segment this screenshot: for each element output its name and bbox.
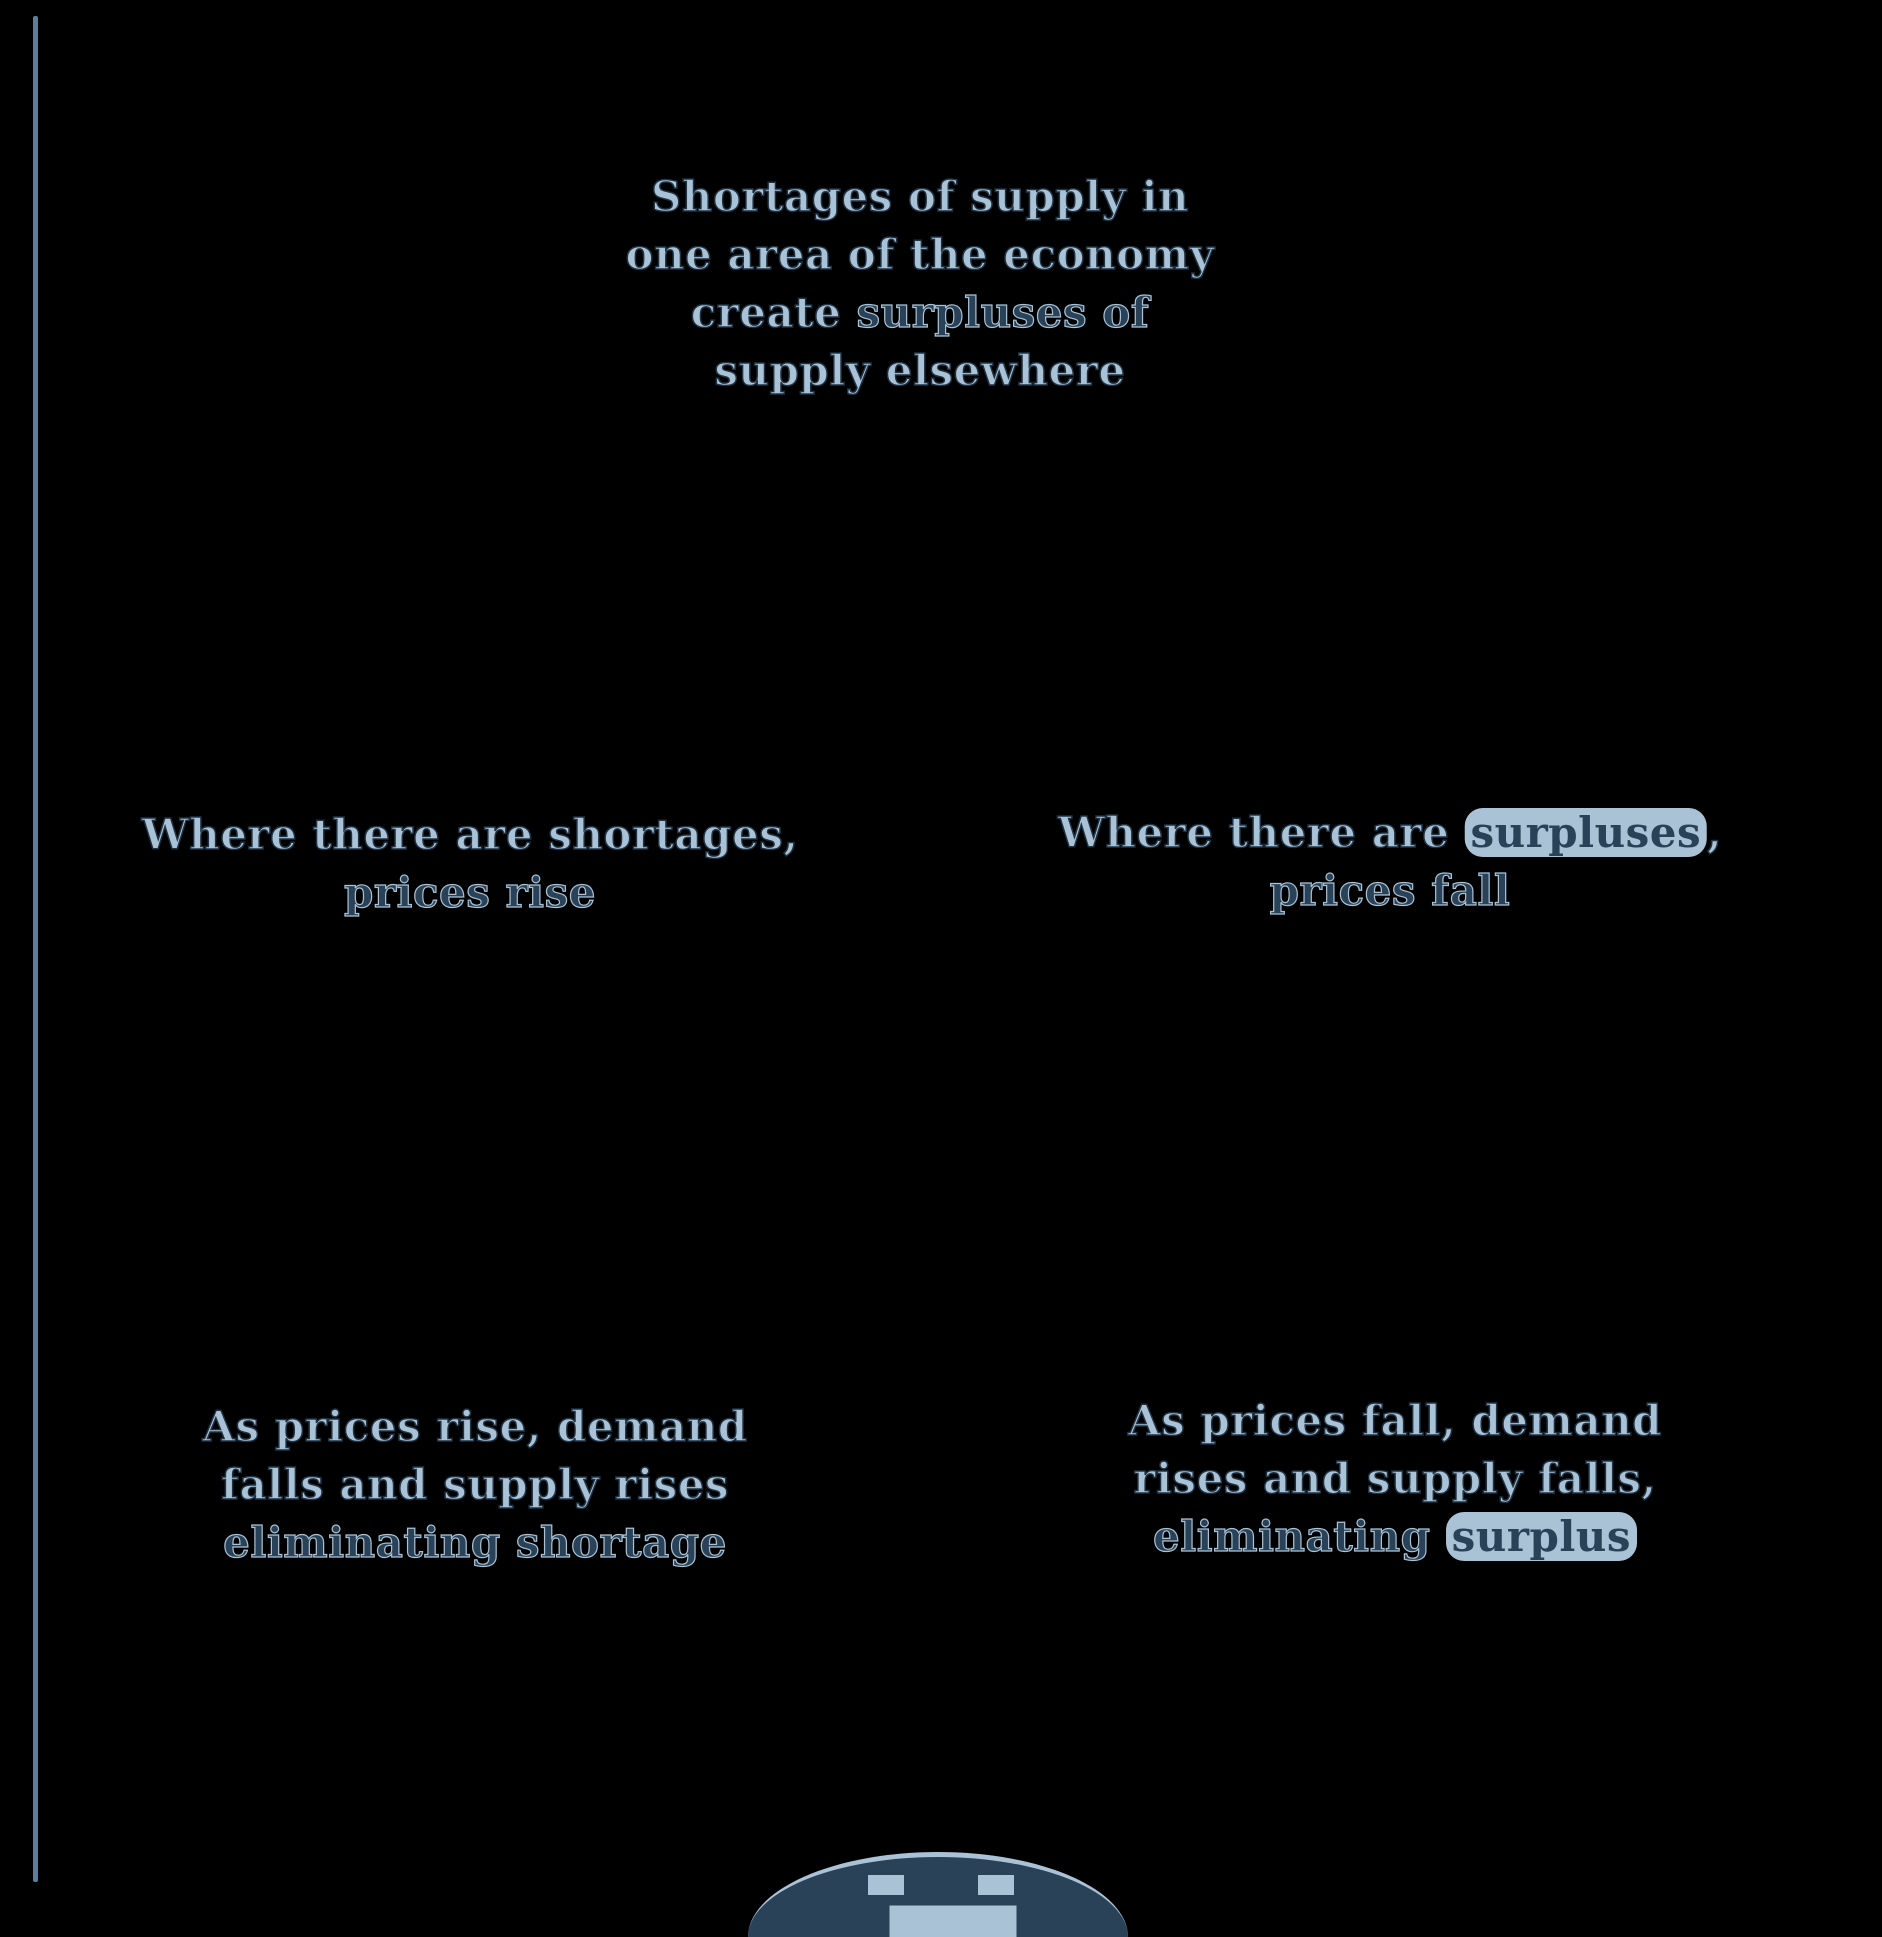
- node-eliminating-shortage: As prices rise, demand falls and supply …: [202, 1398, 748, 1572]
- node-emphasis-line: eliminating shortage: [223, 1517, 727, 1567]
- node-prices-rise: Where there are shortages, prices rise: [141, 806, 799, 922]
- node-line: eliminating surplus: [1128, 1508, 1662, 1566]
- node-line: one area of the economy: [625, 229, 1215, 280]
- node-supply-shortage: Shortages of supply in one area of the e…: [625, 168, 1215, 400]
- node-emphasis-line: prices fall: [1269, 865, 1511, 915]
- node-emphasis-line: prices rise: [343, 867, 596, 917]
- node-line: supply elsewhere: [714, 345, 1126, 396]
- node-emphasis-text: surpluses of: [856, 287, 1150, 337]
- node-line: Where there are surpluses,: [1057, 804, 1723, 862]
- node-line: create surpluses of: [626, 284, 1215, 342]
- node-text: create: [690, 287, 857, 338]
- node-text: ,: [1706, 807, 1723, 858]
- node-emphasis-text: eliminating: [1152, 1511, 1446, 1561]
- node-line: Shortages of supply in: [650, 171, 1190, 222]
- node-line: As prices fall, demand: [1127, 1395, 1662, 1446]
- shape-block: [978, 1875, 1014, 1895]
- node-highlight-text: surplus: [1445, 1512, 1637, 1561]
- node-prices-fall: Where there are surpluses, prices fall: [1057, 804, 1723, 920]
- node-line: falls and supply rises: [220, 1459, 730, 1510]
- node-text: Where there are: [1057, 807, 1465, 858]
- node-line: Where there are shortages,: [141, 809, 799, 860]
- node-highlight-text: surpluses: [1464, 808, 1708, 857]
- node-line: rises and supply falls,: [1133, 1453, 1657, 1504]
- left-vertical-rule: [33, 16, 38, 1882]
- node-line: As prices rise, demand: [202, 1401, 748, 1452]
- node-eliminating-surplus: As prices fall, demand rises and supply …: [1127, 1392, 1662, 1566]
- bottom-partial-shape: [748, 1852, 1128, 1937]
- shape-block: [868, 1875, 904, 1895]
